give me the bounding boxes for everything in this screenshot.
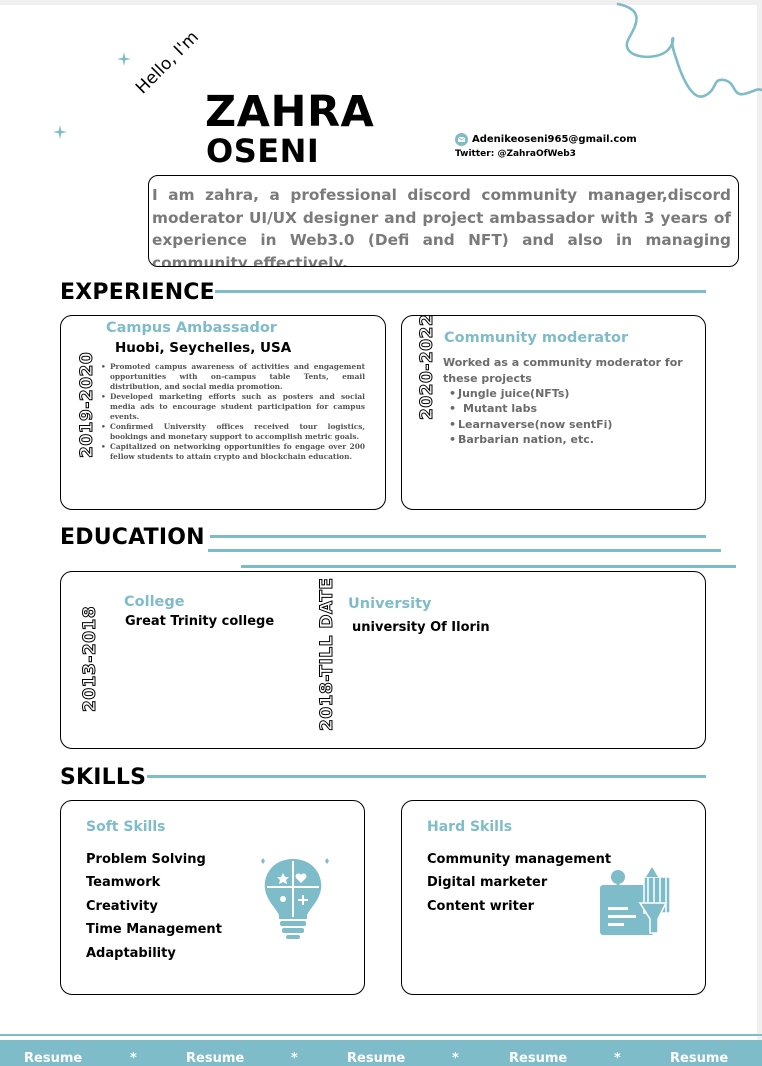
soft-skills-title: Soft Skills bbox=[86, 819, 166, 835]
footer-separator: * bbox=[291, 1051, 298, 1066]
project-item: Jungle juice(NFTs) bbox=[449, 386, 612, 402]
skill-item: Community management bbox=[427, 852, 612, 867]
university-level: University bbox=[348, 596, 432, 612]
experience-card-1: 2019-2020 Campus Ambassador Huobi, Seych… bbox=[60, 315, 386, 510]
twitter-row[interactable]: Twitter: @ZahraOfWeb3 bbox=[455, 149, 576, 159]
job-1-bullet: Promoted campus awareness of activities … bbox=[101, 362, 365, 392]
lightbulb-puzzle-icon bbox=[261, 858, 329, 939]
summary-text: I am zahra, a professional discord commu… bbox=[152, 186, 731, 267]
job-1-years: 2019-2020 bbox=[77, 351, 98, 458]
soft-skills-card: Soft Skills Problem Solving Teamwork Cre… bbox=[60, 800, 365, 995]
skill-item: Digital marketer bbox=[427, 875, 548, 891]
last-name: OSENI bbox=[206, 132, 320, 170]
email-icon bbox=[455, 133, 468, 146]
university-school: university Of Ilorin bbox=[352, 620, 490, 635]
education-rule bbox=[210, 535, 706, 538]
skill-item: Teamwork bbox=[86, 875, 161, 891]
job-2-years: 2020-2022 bbox=[417, 313, 438, 420]
footer-line bbox=[0, 1034, 762, 1036]
job-1-role: Campus Ambassador bbox=[106, 320, 277, 336]
footer-label: Resume bbox=[347, 1051, 406, 1066]
email-text: Adenikeoseni965@gmail.com bbox=[472, 134, 637, 145]
skill-item: Problem Solving bbox=[86, 852, 206, 867]
job-2-role: Community moderator bbox=[444, 330, 629, 346]
skill-item: Adaptability bbox=[86, 945, 176, 961]
college-school: Great Trinity college bbox=[125, 614, 275, 629]
education-title: EDUCATION bbox=[60, 525, 205, 550]
skill-item: Time Management bbox=[86, 922, 222, 938]
twitter-label: Twitter: bbox=[455, 149, 495, 159]
skills-title: SKILLS bbox=[60, 765, 147, 790]
email-row[interactable]: Adenikeoseni965@gmail.com bbox=[455, 133, 637, 146]
project-item: Learnaverse(now sentFi) bbox=[449, 417, 612, 433]
sparkle-icon bbox=[53, 125, 67, 139]
college-level: College bbox=[124, 594, 185, 610]
experience-card-2: 2020-2022 Community moderator Worked as … bbox=[401, 313, 706, 510]
first-name: ZAHRA bbox=[205, 87, 375, 137]
university-years: 2018-TILL DATE bbox=[317, 577, 338, 732]
job-1-bullet: Developed marketing efforts such as post… bbox=[101, 392, 365, 422]
footer-label: Resume bbox=[670, 1051, 729, 1066]
footer-band bbox=[0, 1040, 762, 1066]
experience-title: EXPERIENCE bbox=[60, 280, 215, 305]
footer-label: Resume bbox=[186, 1051, 245, 1066]
summary-box: I am zahra, a professional discord commu… bbox=[148, 175, 739, 267]
skills-rule bbox=[147, 775, 706, 778]
project-item: Mutant labs bbox=[449, 401, 612, 417]
job-1-bullets: Promoted campus awareness of activities … bbox=[101, 362, 365, 462]
job-2-intro: Worked as a community moderator for thes… bbox=[443, 356, 683, 385]
footer-label: Resume bbox=[24, 1051, 83, 1066]
job-1-bullet: Capitalized on networking opportunities … bbox=[101, 442, 365, 462]
skill-item: Content writer bbox=[427, 898, 535, 914]
footer-separator: * bbox=[614, 1051, 621, 1066]
education-card: 2013-2018 College Great Trinity college … bbox=[60, 571, 706, 749]
squiggle-icon bbox=[616, 2, 762, 98]
hard-skills-title: Hard Skills bbox=[427, 819, 513, 835]
education-rule bbox=[208, 549, 721, 552]
job-2-projects: Jungle juice(NFTs) Mutant labs Learnaver… bbox=[449, 386, 612, 447]
footer-separator: * bbox=[452, 1051, 459, 1066]
job-1-bullet: Confirmed University offices received to… bbox=[101, 422, 365, 442]
hard-skills-list: Community management Digital marketer Co… bbox=[427, 848, 611, 918]
education-rule bbox=[241, 565, 736, 568]
footer-separator: * bbox=[130, 1051, 137, 1066]
sparkle-icon bbox=[117, 52, 131, 66]
skill-item: Creativity bbox=[86, 898, 158, 914]
hard-skills-card: Hard Skills Community management Digital… bbox=[401, 800, 706, 995]
footer-label: Resume bbox=[509, 1051, 568, 1066]
twitter-handle: @ZahraOfWeb3 bbox=[497, 149, 576, 159]
tools-board-icon bbox=[600, 867, 671, 935]
job-1-company: Huobi, Seychelles, USA bbox=[115, 340, 292, 356]
project-item: Barbarian nation, etc. bbox=[449, 432, 612, 448]
soft-skills-list: Problem Solving Teamwork Creativity Time… bbox=[86, 848, 222, 965]
college-years: 2013-2018 bbox=[80, 605, 101, 712]
experience-rule bbox=[215, 290, 706, 293]
